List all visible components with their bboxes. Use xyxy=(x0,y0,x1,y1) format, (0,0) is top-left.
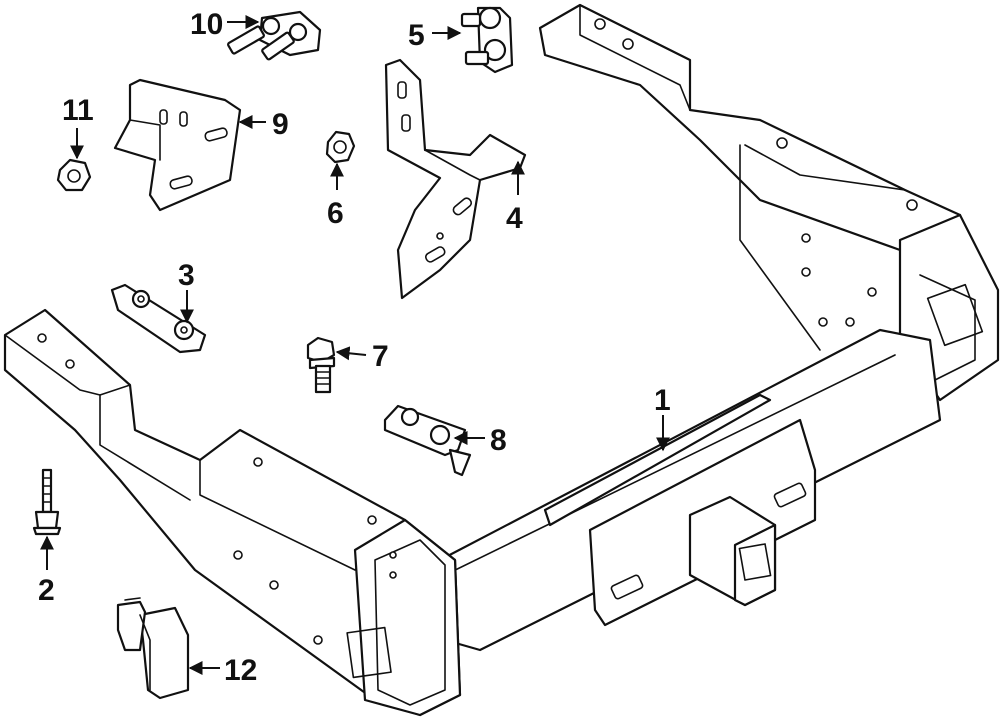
bracket-part-4 xyxy=(384,58,527,300)
callout-leaders xyxy=(40,15,670,675)
callout-labels: 1 2 3 4 5 6 7 8 9 10 11 12 xyxy=(38,8,671,687)
nut-part-11 xyxy=(56,158,92,192)
callout-6: 6 xyxy=(327,197,344,230)
callout-9: 9 xyxy=(272,108,289,141)
callout-7: 7 xyxy=(372,340,389,373)
callout-3: 3 xyxy=(178,259,195,292)
connector-part-12 xyxy=(116,597,190,700)
nut-plate-part-8 xyxy=(383,404,472,477)
callout-5: 5 xyxy=(408,19,425,52)
bolts-part-10 xyxy=(227,10,322,61)
callout-10: 10 xyxy=(190,8,223,41)
callout-4: 4 xyxy=(506,202,523,235)
right-frame-rail xyxy=(538,3,962,272)
nut-plate-part-3 xyxy=(110,283,207,354)
callout-11: 11 xyxy=(62,94,94,127)
bolt-part-2 xyxy=(32,468,62,536)
hitch-receiver-assembly xyxy=(3,3,1000,717)
stud-bracket-part-5 xyxy=(460,6,514,74)
callout-8: 8 xyxy=(490,424,507,457)
callout-12: 12 xyxy=(224,654,257,687)
callout-2: 2 xyxy=(38,574,55,607)
callout-1: 1 xyxy=(654,384,671,417)
bracket-part-9 xyxy=(113,78,242,212)
bolt-part-7 xyxy=(306,336,336,394)
nut-part-6 xyxy=(325,130,356,164)
